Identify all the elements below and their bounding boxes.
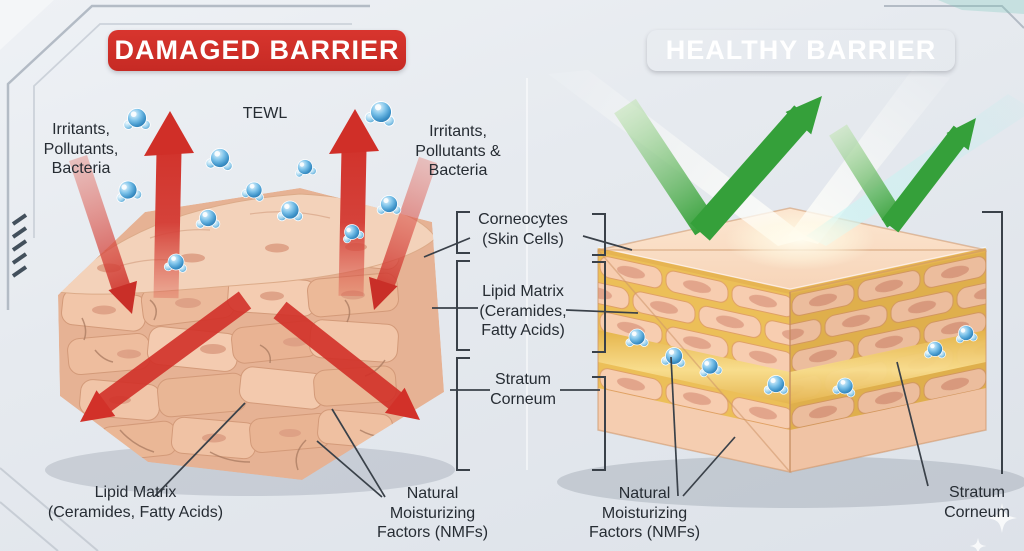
tewl-escape-arrows xyxy=(144,109,379,299)
tewl-label: TEWL xyxy=(242,105,288,122)
nmf-lipid-band-left xyxy=(598,330,790,404)
damaged-skin-block xyxy=(58,188,444,480)
reflected-light-arrows xyxy=(614,96,976,241)
irritants-label-right: Irritants, Pollutants & Bacteria xyxy=(415,123,501,180)
sparkle-icon xyxy=(969,503,1017,551)
label-brackets xyxy=(456,211,1003,474)
stratum-corneum-center-label: Stratum Corneum xyxy=(490,371,556,408)
pointer-lines xyxy=(154,235,929,498)
healthy-barrier-banner: HEALTHY BARRIER xyxy=(647,30,955,71)
lipid-matrix-center-label: Lipid Matrix (Ceramides, Fatty Acids) xyxy=(479,283,567,340)
damaged-barrier-banner: DAMAGED BARRIER xyxy=(108,30,406,71)
stratum-corneum-bottom-label: Stratum Corneum xyxy=(944,484,1010,521)
healthy-barrier-title: HEALTHY BARRIER xyxy=(665,35,937,65)
corneocytes-label: Corneocytes (Skin Cells) xyxy=(478,211,568,248)
nmf-label-damaged: Natural Moisturizing Factors (NMFs) xyxy=(376,485,489,542)
healthy-skin-block xyxy=(597,207,987,474)
irritants-label-left: Irritants, Pollutants, Bacteria xyxy=(43,121,119,178)
nmf-label-healthy: Natural Moisturizing Factors (NMFs) xyxy=(588,485,701,542)
irritant-entry-arrows xyxy=(68,154,437,422)
lipid-matrix-bottom-label: Lipid Matrix (Ceramides, Fatty Acids) xyxy=(47,484,224,521)
light-beams xyxy=(548,70,1024,270)
damaged-barrier-title: DAMAGED BARRIER xyxy=(114,35,400,65)
healthy-block-shadow xyxy=(557,456,1024,508)
